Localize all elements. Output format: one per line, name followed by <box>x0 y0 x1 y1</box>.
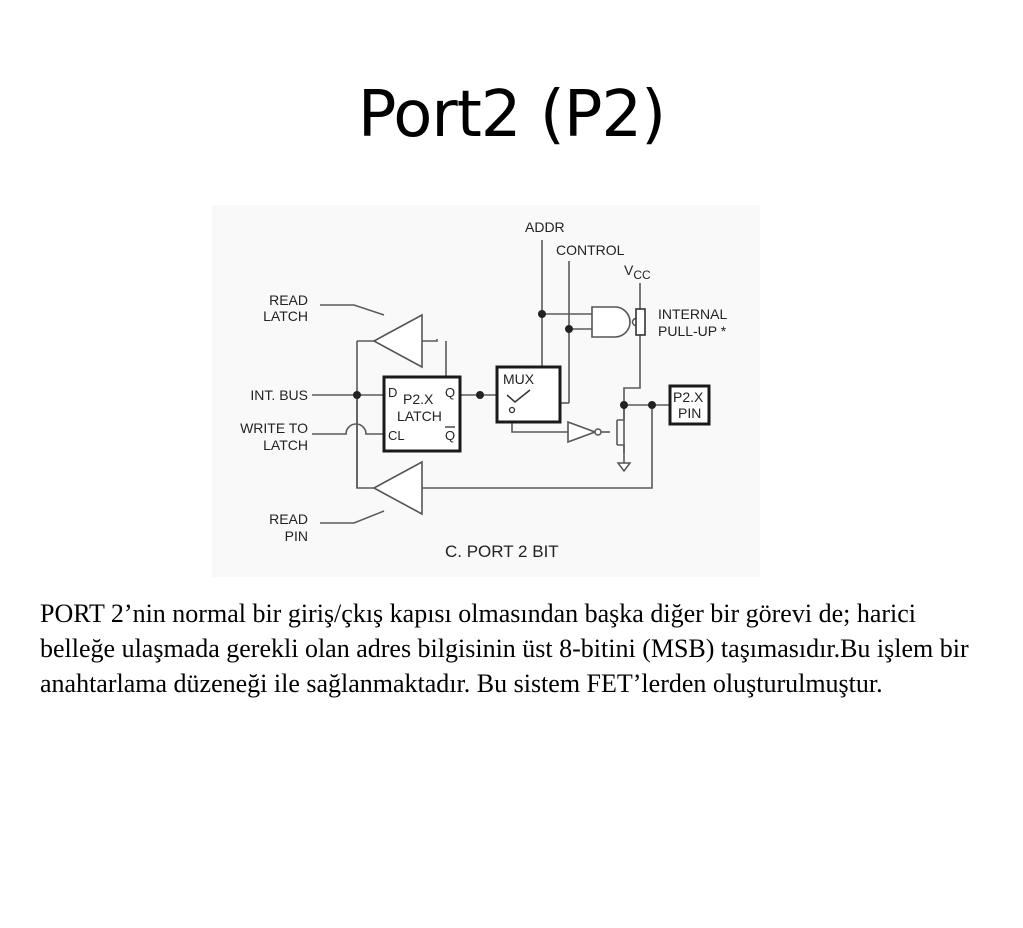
pin-label-line2: PIN <box>678 405 701 421</box>
read-latch-buffer-icon <box>372 313 423 369</box>
and-gate-icon <box>591 306 631 338</box>
int-bus-label: INT. BUS <box>250 387 308 403</box>
junction-dots <box>353 310 656 409</box>
pull-up-label-line2: PULL-UP * <box>658 323 727 339</box>
write-to-latch-label-line2: LATCH <box>263 437 308 453</box>
diagram-caption: C. PORT 2 BIT <box>445 542 559 561</box>
mux-label: MUX <box>503 371 535 387</box>
p2x-latch-box <box>382 375 462 453</box>
latch-name-line1: P2.X <box>403 391 434 407</box>
control-label: CONTROL <box>556 242 625 258</box>
slide-title: Port2 (P2) <box>357 78 666 152</box>
pull-up-label-line1: INTERNAL <box>658 306 727 322</box>
latch-d-label: D <box>388 385 397 400</box>
inverter-icon <box>567 420 598 444</box>
read-latch-label-line2: LATCH <box>263 308 308 324</box>
pull-up-resistor-icon <box>635 308 646 336</box>
read-pin-buffer-icon <box>372 460 423 516</box>
body-paragraph: PORT 2’nin normal bir giriş/çkış kapısı … <box>40 599 969 698</box>
read-latch-label-line1: READ <box>269 292 308 308</box>
circuit-wires <box>312 240 670 524</box>
addr-label: ADDR <box>525 219 565 235</box>
port2-bit-diagram: ADDR CONTROL VCC READ LATCH INT. BUS WRI… <box>212 205 760 577</box>
read-pin-label-line2: PIN <box>285 528 308 544</box>
latch-qbar-label: Q <box>445 428 455 443</box>
latch-q-label: Q <box>445 385 455 400</box>
pin-label-line1: P2.X <box>673 389 704 405</box>
ground-icon <box>616 462 632 473</box>
latch-name-line2: LATCH <box>397 408 442 424</box>
latch-cl-label: CL <box>388 428 405 443</box>
read-pin-label-line1: READ <box>269 511 308 527</box>
vcc-label: VCC <box>624 262 651 282</box>
p2x-pin-box <box>668 384 711 426</box>
write-to-latch-label-line1: WRITE TO <box>240 420 308 436</box>
